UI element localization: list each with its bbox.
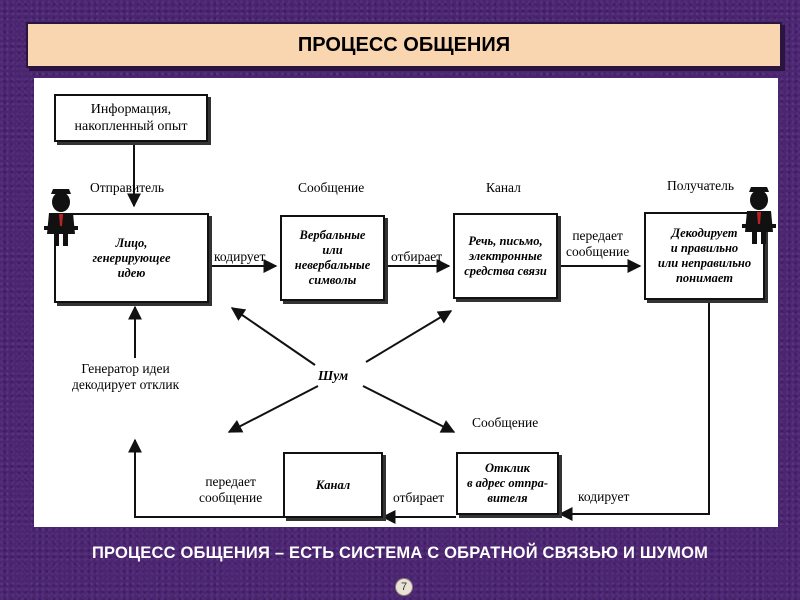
selects-label: отбирает — [391, 249, 443, 264]
page-number: 7 — [395, 578, 413, 596]
selects-back-label: отбирает — [393, 490, 445, 505]
response-box: Отклик в адрес отпра- вителя — [456, 452, 559, 515]
noise-arrow-to-message — [230, 307, 316, 366]
sender-person-icon — [44, 189, 78, 246]
transmits-label: передает сообщение — [566, 228, 630, 259]
channel-back-box: Канал — [283, 452, 383, 518]
receiver-box-text: Декодирует и правильно или неправильно п… — [657, 226, 752, 285]
info-box: Информация, накопленный опыт — [54, 94, 208, 142]
info-box-text: Информация, накопленный опыт — [74, 102, 188, 134]
transmits-back-label: передает сообщение — [199, 474, 263, 505]
channel-back-box-text: Канал — [315, 477, 351, 492]
noise-arrow-to-response — [362, 385, 456, 433]
sender-label: Отправитель — [90, 180, 164, 195]
message-box: Вербальные или невербальные символы — [280, 215, 385, 301]
channel-box-text: Речь, письмо, электронные средства связи — [464, 233, 547, 278]
title-bar: ПРОЦЕСС ОБЩЕНИЯ — [26, 22, 782, 68]
receiver-person-icon — [742, 187, 776, 244]
person-box: Лицо, генерирующее идею — [54, 213, 209, 303]
generator-label: Генератор идеи декодирует отклик — [72, 361, 180, 392]
receiver-label: Получатель — [667, 178, 735, 193]
encodes-back-label: кодирует — [578, 489, 630, 504]
footer-caption: ПРОЦЕСС ОБЩЕНИЯ – ЕСТЬ СИСТЕМА С ОБРАТНО… — [91, 544, 709, 562]
noise-arrow-to-channel — [365, 310, 453, 363]
arrow-receiver-to-response — [558, 301, 710, 521]
encodes-label: кодирует — [214, 249, 266, 264]
page-title: ПРОЦЕСС ОБЩЕНИЯ — [297, 33, 511, 56]
noise-label: Шум — [318, 368, 349, 383]
message-box-text: Вербальные или невербальные символы — [294, 228, 371, 287]
message-back-label: Сообщение — [472, 415, 539, 430]
response-box-text: Отклик в адрес отпра- вителя — [466, 461, 549, 505]
channel-box: Речь, письмо, электронные средства связи — [453, 213, 558, 299]
message-label: Сообщение — [298, 180, 365, 195]
noise-arrow-to-generator — [227, 385, 319, 433]
arrow-channel-back-to-generator — [128, 438, 283, 518]
person-box-text: Лицо, генерирующее идею — [92, 235, 171, 280]
channel-label: Канал — [486, 180, 521, 195]
